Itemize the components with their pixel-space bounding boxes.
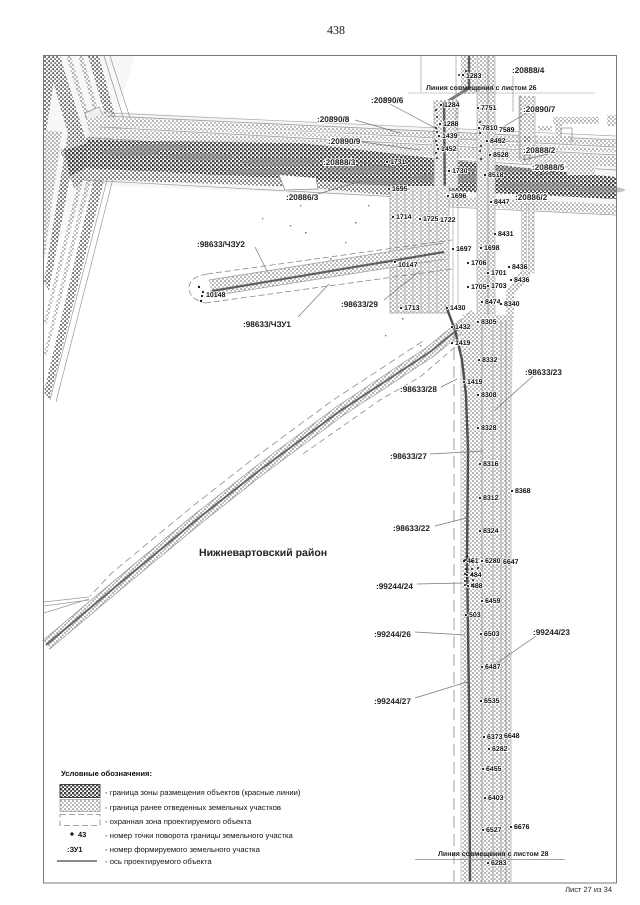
svg-text:1439: 1439 [442, 133, 458, 140]
svg-text:8324: 8324 [483, 528, 499, 535]
svg-text:6373: 6373 [487, 734, 503, 741]
svg-text::20886/3: :20886/3 [286, 193, 319, 202]
svg-text:461: 461 [467, 558, 479, 565]
svg-text:1703: 1703 [491, 283, 507, 290]
svg-text::98633/27: :98633/27 [390, 452, 427, 461]
svg-text::98633/28: :98633/28 [400, 385, 437, 394]
svg-text:1419: 1419 [455, 340, 471, 347]
svg-text::99244/24: :99244/24 [376, 582, 413, 591]
svg-text:6280: 6280 [485, 558, 501, 565]
svg-text::98633/ЧЗУ2: :98633/ЧЗУ2 [197, 240, 245, 249]
svg-text:Нижневартовский район: Нижневартовский район [199, 547, 327, 559]
svg-text:8447: 8447 [494, 199, 510, 206]
svg-text:6676: 6676 [514, 824, 530, 831]
svg-text:1696: 1696 [451, 193, 467, 200]
svg-text:Лист 27 из 34: Лист 27 из 34 [565, 885, 612, 894]
svg-text:6403: 6403 [488, 795, 504, 802]
svg-text::98633/29: :98633/29 [341, 300, 378, 309]
svg-text:6459: 6459 [485, 598, 501, 605]
svg-text:503: 503 [469, 612, 481, 619]
svg-text:8316: 8316 [483, 461, 499, 468]
svg-text:1730: 1730 [452, 168, 468, 175]
svg-text:1284: 1284 [444, 102, 460, 109]
svg-text:8431: 8431 [498, 231, 514, 238]
svg-text:- ось проектируемого объекта: - ось проектируемого объекта [105, 857, 212, 866]
svg-text:43: 43 [78, 830, 86, 839]
svg-text:6283: 6283 [491, 860, 507, 867]
svg-text:6487: 6487 [485, 664, 501, 671]
svg-text:6455: 6455 [486, 766, 502, 773]
svg-text::ЗУ1: :ЗУ1 [67, 845, 83, 854]
svg-text:8340: 8340 [504, 301, 520, 308]
svg-text:6648: 6648 [504, 733, 520, 740]
svg-text::20890/8: :20890/8 [317, 115, 350, 124]
svg-text::98633/22: :98633/22 [393, 524, 430, 533]
svg-text:Условные обозначения:: Условные обозначения: [61, 769, 152, 778]
svg-text:1713: 1713 [404, 305, 420, 312]
svg-text:8436: 8436 [512, 264, 528, 271]
svg-text:8308: 8308 [481, 392, 497, 399]
svg-text:1705: 1705 [471, 284, 487, 291]
svg-text::20890/7: :20890/7 [523, 105, 556, 114]
svg-text:8518: 8518 [488, 172, 504, 179]
svg-text::20886/2: :20886/2 [515, 193, 548, 202]
svg-text:8492: 8492 [490, 138, 506, 145]
svg-text:1288: 1288 [443, 121, 459, 128]
svg-text::98633/ЧЗУ1: :98633/ЧЗУ1 [243, 320, 291, 329]
svg-text:8474: 8474 [485, 299, 501, 306]
svg-text:1697: 1697 [456, 246, 472, 253]
svg-text:1430: 1430 [450, 305, 466, 312]
svg-text:10147: 10147 [398, 262, 418, 269]
svg-text:8528: 8528 [493, 152, 509, 159]
svg-text:8312: 8312 [483, 495, 499, 502]
svg-text::20888/3: :20888/3 [323, 158, 356, 167]
svg-text:6647: 6647 [503, 559, 519, 566]
svg-text:7751: 7751 [481, 105, 497, 112]
svg-text:- номер точки поворота границы: - номер точки поворота границы земельног… [105, 831, 294, 840]
svg-text:10148: 10148 [206, 292, 226, 299]
svg-text::20890/9: :20890/9 [328, 137, 361, 146]
svg-text::20890/6: :20890/6 [371, 96, 404, 105]
svg-text:484: 484 [470, 572, 482, 579]
svg-text:488: 488 [471, 583, 483, 590]
svg-text::99244/27: :99244/27 [374, 697, 411, 706]
svg-text:1419: 1419 [467, 379, 483, 386]
svg-text:8328: 8328 [481, 425, 497, 432]
svg-text:- номер формируемого земельног: - номер формируемого земельного участка [105, 845, 261, 854]
svg-text:1722: 1722 [440, 217, 456, 224]
svg-text::20888/2: :20888/2 [523, 146, 556, 155]
svg-text::99244/23: :99244/23 [533, 628, 570, 637]
svg-text:8368: 8368 [515, 488, 531, 495]
svg-text:8305: 8305 [481, 319, 497, 326]
svg-text::99244/26: :99244/26 [374, 630, 411, 639]
svg-text:8436: 8436 [514, 277, 530, 284]
svg-text:1283: 1283 [466, 73, 482, 80]
svg-text:1701: 1701 [491, 270, 507, 277]
svg-text:Линия совмещения с листом 26: Линия совмещения с листом 26 [426, 85, 537, 92]
svg-text:7589: 7589 [499, 127, 515, 134]
svg-text:6503: 6503 [484, 631, 500, 638]
svg-text::98633/23: :98633/23 [525, 368, 562, 377]
svg-text:438: 438 [327, 23, 345, 37]
svg-text:Линия совмещения с листом 28: Линия совмещения с листом 28 [438, 851, 549, 858]
svg-text:1695: 1695 [392, 186, 408, 193]
svg-text:8332: 8332 [482, 357, 498, 364]
svg-text:1452: 1452 [441, 146, 457, 153]
svg-text:- охранная зона проектируемого: - охранная зона проектируемого объекта [105, 817, 252, 826]
svg-text:1731: 1731 [390, 159, 406, 166]
svg-text:6527: 6527 [486, 827, 502, 834]
svg-text:7810: 7810 [482, 125, 498, 132]
svg-text:1714: 1714 [396, 214, 412, 221]
svg-text:6535: 6535 [484, 698, 500, 705]
svg-text:- граница зоны размещения объе: - граница зоны размещения объектов (крас… [105, 788, 301, 797]
svg-text:1432: 1432 [455, 324, 471, 331]
svg-text::20888/5: :20888/5 [532, 163, 565, 172]
svg-text:1698: 1698 [484, 245, 500, 252]
svg-text:1706: 1706 [471, 260, 487, 267]
svg-text:- граница ранее отведенных зем: - граница ранее отведенных земельных уча… [105, 803, 281, 812]
svg-text:6282: 6282 [492, 746, 508, 753]
svg-text::20888/4: :20888/4 [512, 66, 545, 75]
svg-text:1725: 1725 [423, 216, 439, 223]
